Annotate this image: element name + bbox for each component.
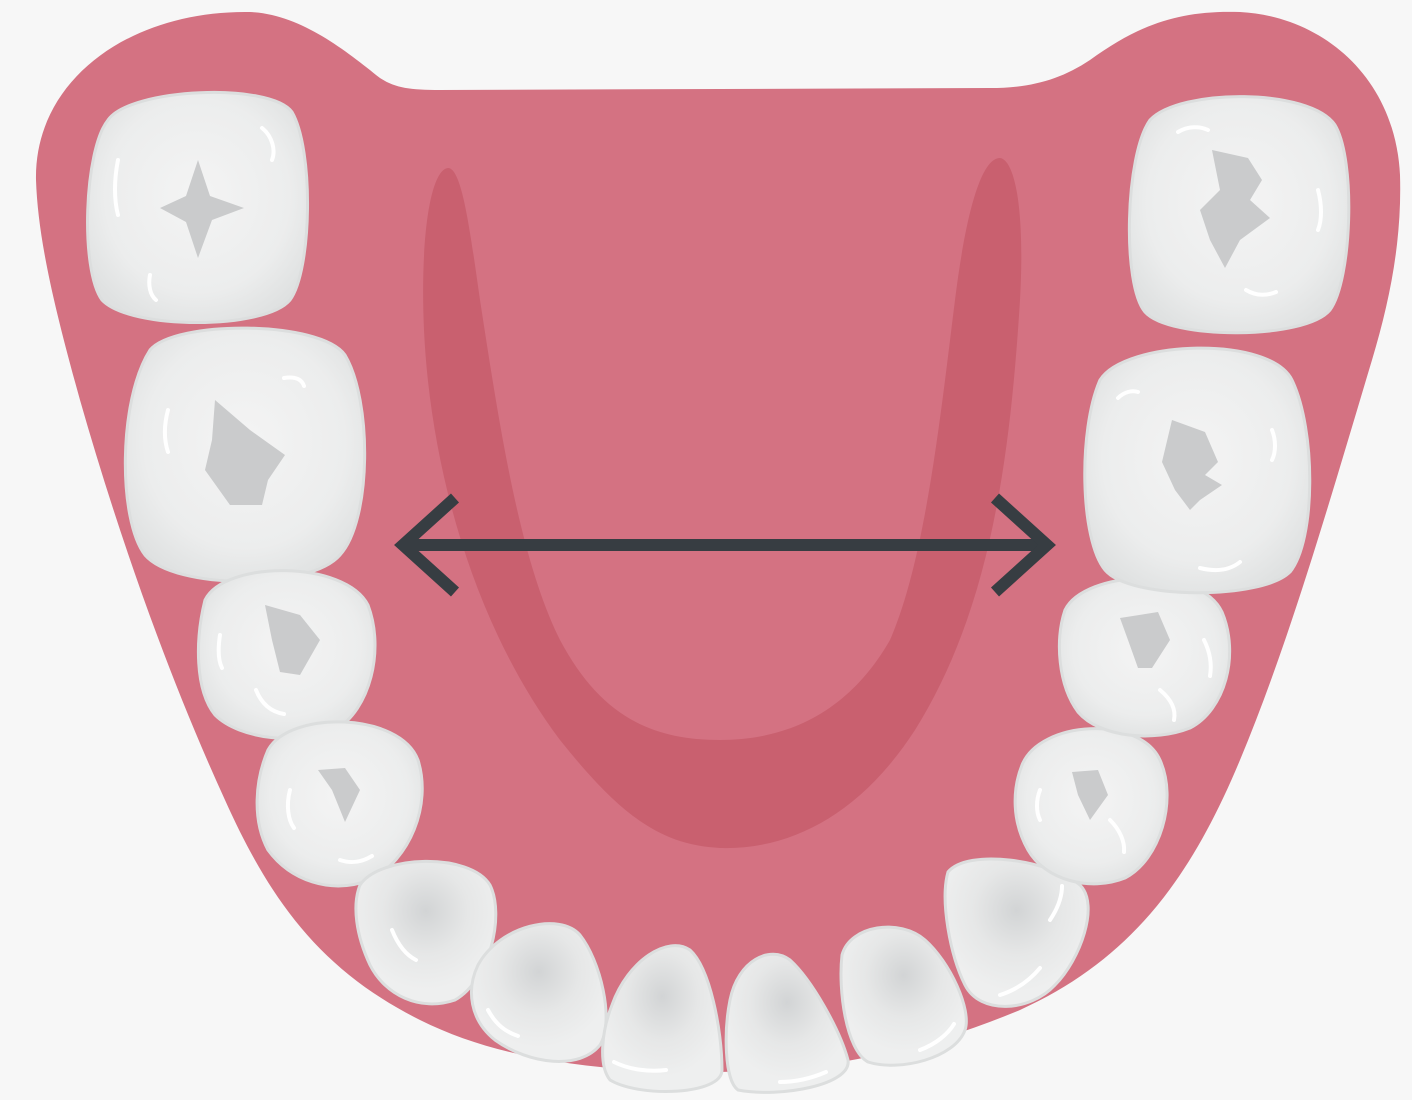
tooth-right-second-molar: [1085, 348, 1310, 593]
tooth-right-premolar-rear: [1059, 578, 1229, 736]
tooth-right-third-molar: [1129, 97, 1348, 333]
tooth-left-third-molar: [88, 92, 308, 322]
tooth-left-second-molar: [125, 328, 364, 581]
tooth-left-first-premolar-rear: [198, 571, 375, 739]
tooth-right-premolar-front: [1015, 729, 1167, 884]
